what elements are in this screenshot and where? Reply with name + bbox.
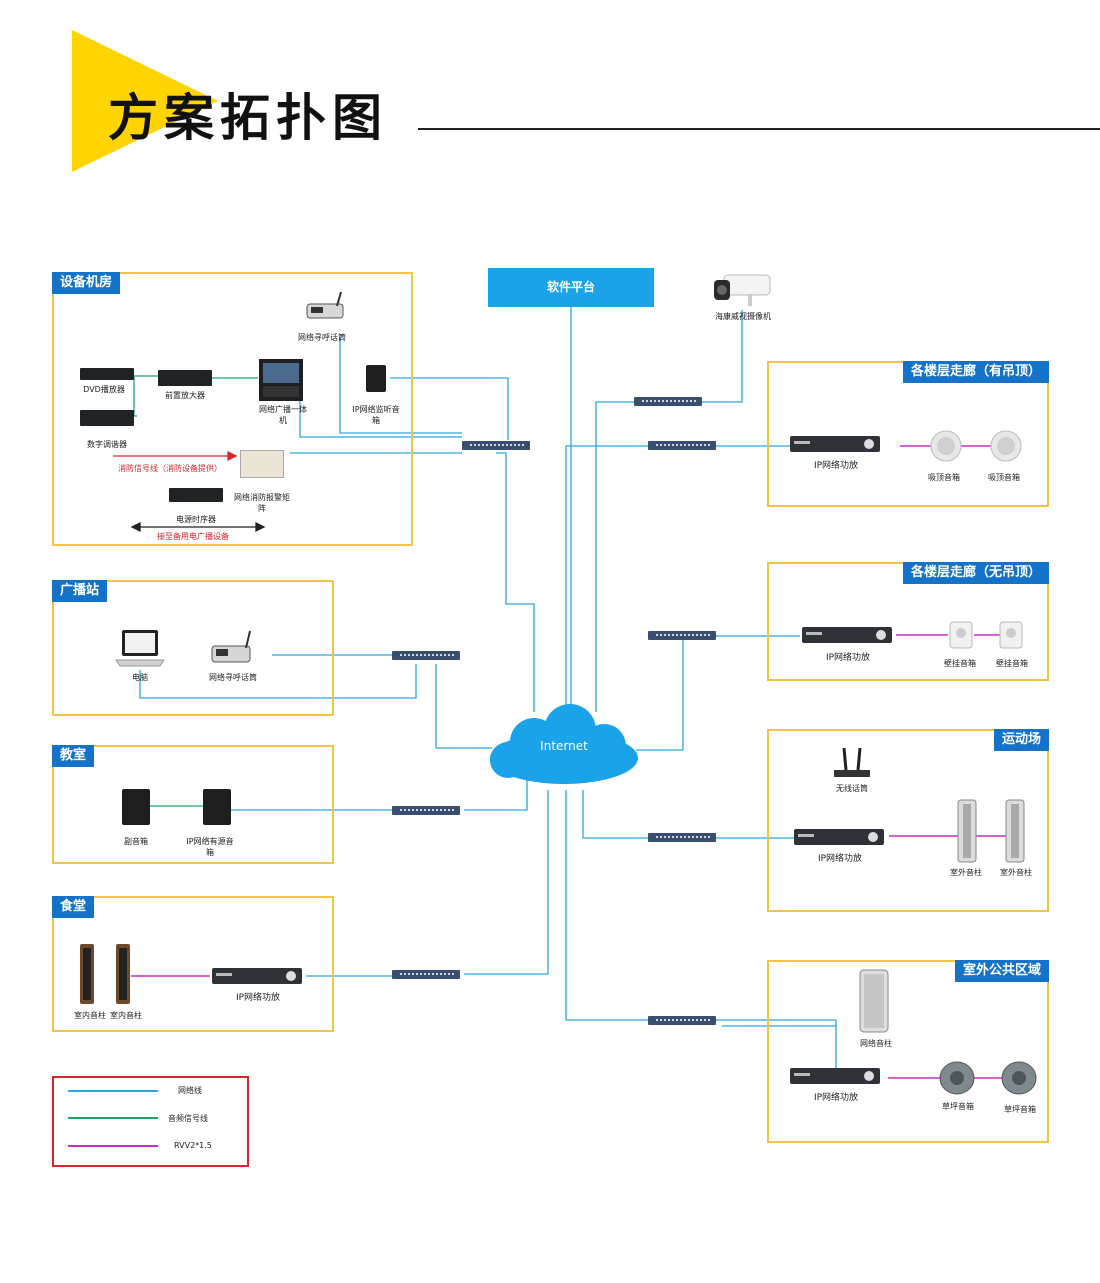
network-column-speaker-icon [859,969,889,1033]
monitor-speaker-icon [366,365,386,392]
outdoor-column-1-label: 室外音柱 [950,868,982,877]
paging-mic-icon [211,630,251,663]
indoor-column-speaker-icon [80,944,130,1004]
broadcast-host-icon [259,359,303,401]
network-switch-corridor-ceiling [648,441,716,450]
lawn-speaker-1-label: 草坪音箱 [942,1102,974,1111]
broadcast-host-label: 网络广播一体机 [259,405,307,425]
wall-speaker-icon [949,621,1023,649]
ip-amplifier-icon [802,627,892,643]
legend-label-rvv: RVV2*1.5 [174,1141,212,1150]
outdoor-column-2-label: 室外音柱 [1000,868,1032,877]
lawn-speaker-2-label: 草坪音箱 [1004,1105,1036,1114]
column-1-label: 室内音柱 [74,1011,106,1020]
amp-label: IP网络功放 [813,461,859,471]
network-switch-sports-field [648,833,716,842]
page-title: 方案拓扑图 [108,89,388,147]
ip-amplifier-icon [790,436,880,452]
area-tag: 室外公共区域 [954,960,1049,982]
fire-matrix-icon [240,450,284,478]
camera-label: 海康威视摄像机 [715,312,771,321]
area-tag: 运动场 [993,729,1049,751]
network-switch-broadcast-station [392,651,460,660]
monitor-speaker-label: IP网络监听音箱 [352,405,400,425]
paging-mic-label: 网络寻呼话筒 [209,673,257,682]
cloud-icon [490,704,638,784]
fire-matrix-label: 网络消防报警矩阵 [234,493,290,513]
area-classroom: 教室 [52,745,334,864]
area-tag: 设备机房 [52,272,121,294]
amp-label: IP网络功放 [235,993,281,1003]
fire-signal-label: 消防信号线（消防设备提供） [118,464,222,473]
header-accent-triangle [72,30,218,172]
area-corridor-no-ceiling: 各楼层走廊（无吊顶） [767,562,1049,681]
area-canteen: 食堂 [52,896,334,1032]
wall-speaker-2-label: 壁挂音箱 [996,659,1028,668]
backup-link-label: 接至备用电广播设备 [157,532,229,541]
network-switch-classroom [392,806,460,815]
lawn-speaker-icon [939,1061,1037,1095]
tuner-label: 数字调谐器 [87,440,127,449]
camera-icon [714,274,771,306]
network-switch-corridor-no-ceiling [648,631,716,640]
network-switch-outdoor-public [648,1016,716,1025]
area-corridor-ceiling: 各楼层走廊（有吊顶） [767,361,1049,507]
wall-speaker-1-label: 壁挂音箱 [944,659,976,668]
ceiling-speaker-icon [930,430,1022,462]
header-divider [418,128,1100,130]
area-tag: 食堂 [52,896,95,918]
ip-amplifier-icon [212,968,302,984]
legend-swatch-audio [68,1117,158,1119]
legend: 网络线 音频信号线 RVV2*1.5 [52,1076,249,1167]
wireless-mic-label: 无线话筒 [836,784,868,793]
area-broadcast-station: 广播站 [52,580,334,716]
amp-label: IP网络功放 [813,1093,859,1103]
network-switch-canteen [392,970,460,979]
tuner-icon [80,410,134,426]
power-sequencer-icon [169,488,223,502]
preamp-icon [158,370,212,386]
area-tag: 教室 [52,745,95,767]
area-tag: 各楼层走廊（有吊顶） [902,361,1049,383]
ip-amplifier-icon [794,829,884,845]
area-equipment-room: 设备机房 [52,272,413,546]
column-2-label: 室内音柱 [110,1011,142,1020]
amp-label: IP网络功放 [817,854,863,864]
legend-swatch-rvv [68,1145,158,1147]
computer-label: 电脑 [132,673,148,682]
ceiling-speaker-2-label: 吸顶音箱 [988,473,1020,482]
ip-speaker-label: IP网络有源音箱 [186,837,234,857]
dvd-player-icon [80,368,134,380]
paging-mic-icon [306,291,344,319]
network-column-label: 网络音柱 [860,1039,892,1048]
preamp-label: 前置放大器 [165,391,205,400]
ip-speaker-icon [203,789,231,825]
network-switch-camera [634,397,702,406]
area-sports-field: 运动场 [767,729,1049,912]
paging-mic-label: 网络寻呼话筒 [298,333,346,342]
sub-speaker-label: 副音箱 [124,837,148,846]
network-switch-core [462,441,530,450]
area-outdoor-public: 室外公共区域 [767,960,1049,1143]
computer-icon [115,630,165,667]
amp-label: IP网络功放 [825,653,871,663]
sub-speaker-icon [122,789,150,825]
area-tag: 各楼层走廊（无吊顶） [902,562,1049,584]
legend-swatch-network [68,1090,158,1092]
legend-label-network: 网络线 [178,1086,202,1095]
legend-label-audio: 音频信号线 [168,1114,208,1123]
outdoor-column-speaker-icon [957,799,1025,863]
ip-amplifier-icon [790,1068,880,1084]
dvd-label: DVD播放器 [83,385,125,394]
power-sequencer-label: 电源时序器 [176,515,216,524]
ceiling-speaker-1-label: 吸顶音箱 [928,473,960,482]
area-tag: 广播站 [52,580,108,602]
wireless-mic-icon [834,747,870,777]
internet-label: Internet [540,739,588,753]
software-platform: 软件平台 [488,268,654,307]
